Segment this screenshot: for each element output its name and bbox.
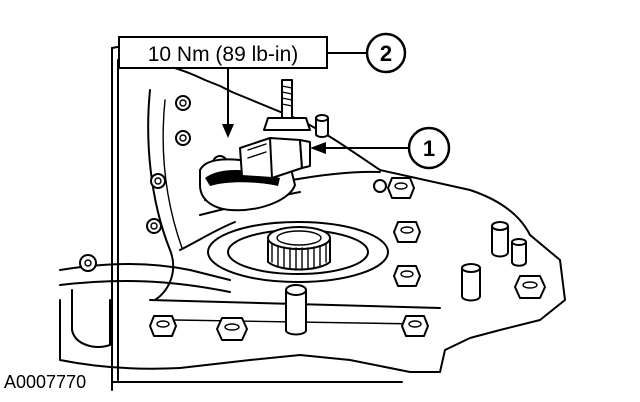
- torque-label: 10 Nm (89 lb-in): [148, 43, 299, 66]
- figure-id: A0007770: [4, 372, 403, 392]
- output-shaft-hub: [207, 221, 389, 283]
- arrow-left-icon: [310, 142, 326, 154]
- bolt-icon: [393, 265, 421, 287]
- bolt-icon: [514, 275, 546, 299]
- bolt-icon: [175, 130, 191, 146]
- bolt-icon: [146, 218, 162, 234]
- callout-2-circle: [365, 32, 407, 74]
- callout-1-circle: [407, 126, 451, 170]
- arrow-down-icon: [222, 124, 234, 138]
- bolt-icon: [387, 177, 415, 199]
- torque-callout: 10 Nm (89 lb-in): [118, 36, 368, 138]
- bolt-icon: [150, 173, 166, 189]
- cover-bolts: [149, 177, 546, 341]
- callout-2-number: 2: [380, 41, 392, 66]
- transmission-case: [59, 43, 233, 391]
- callout-2: 2: [365, 32, 407, 74]
- bolt-icon: [393, 221, 421, 243]
- bolt-icon: [216, 317, 248, 341]
- bolt-icon: [149, 315, 177, 337]
- torque-label-box: [118, 36, 328, 69]
- dowel-pins: [285, 114, 527, 336]
- bolt-icon: [373, 179, 387, 193]
- sensor-assembly: [199, 79, 311, 212]
- callout-1: 1: [310, 126, 451, 170]
- callout-1-number: 1: [423, 136, 435, 161]
- bolt-icon: [175, 95, 191, 111]
- figure-id-label: A0007770: [4, 372, 86, 392]
- bolt-icon: [79, 254, 97, 272]
- bolt-icon: [401, 315, 429, 337]
